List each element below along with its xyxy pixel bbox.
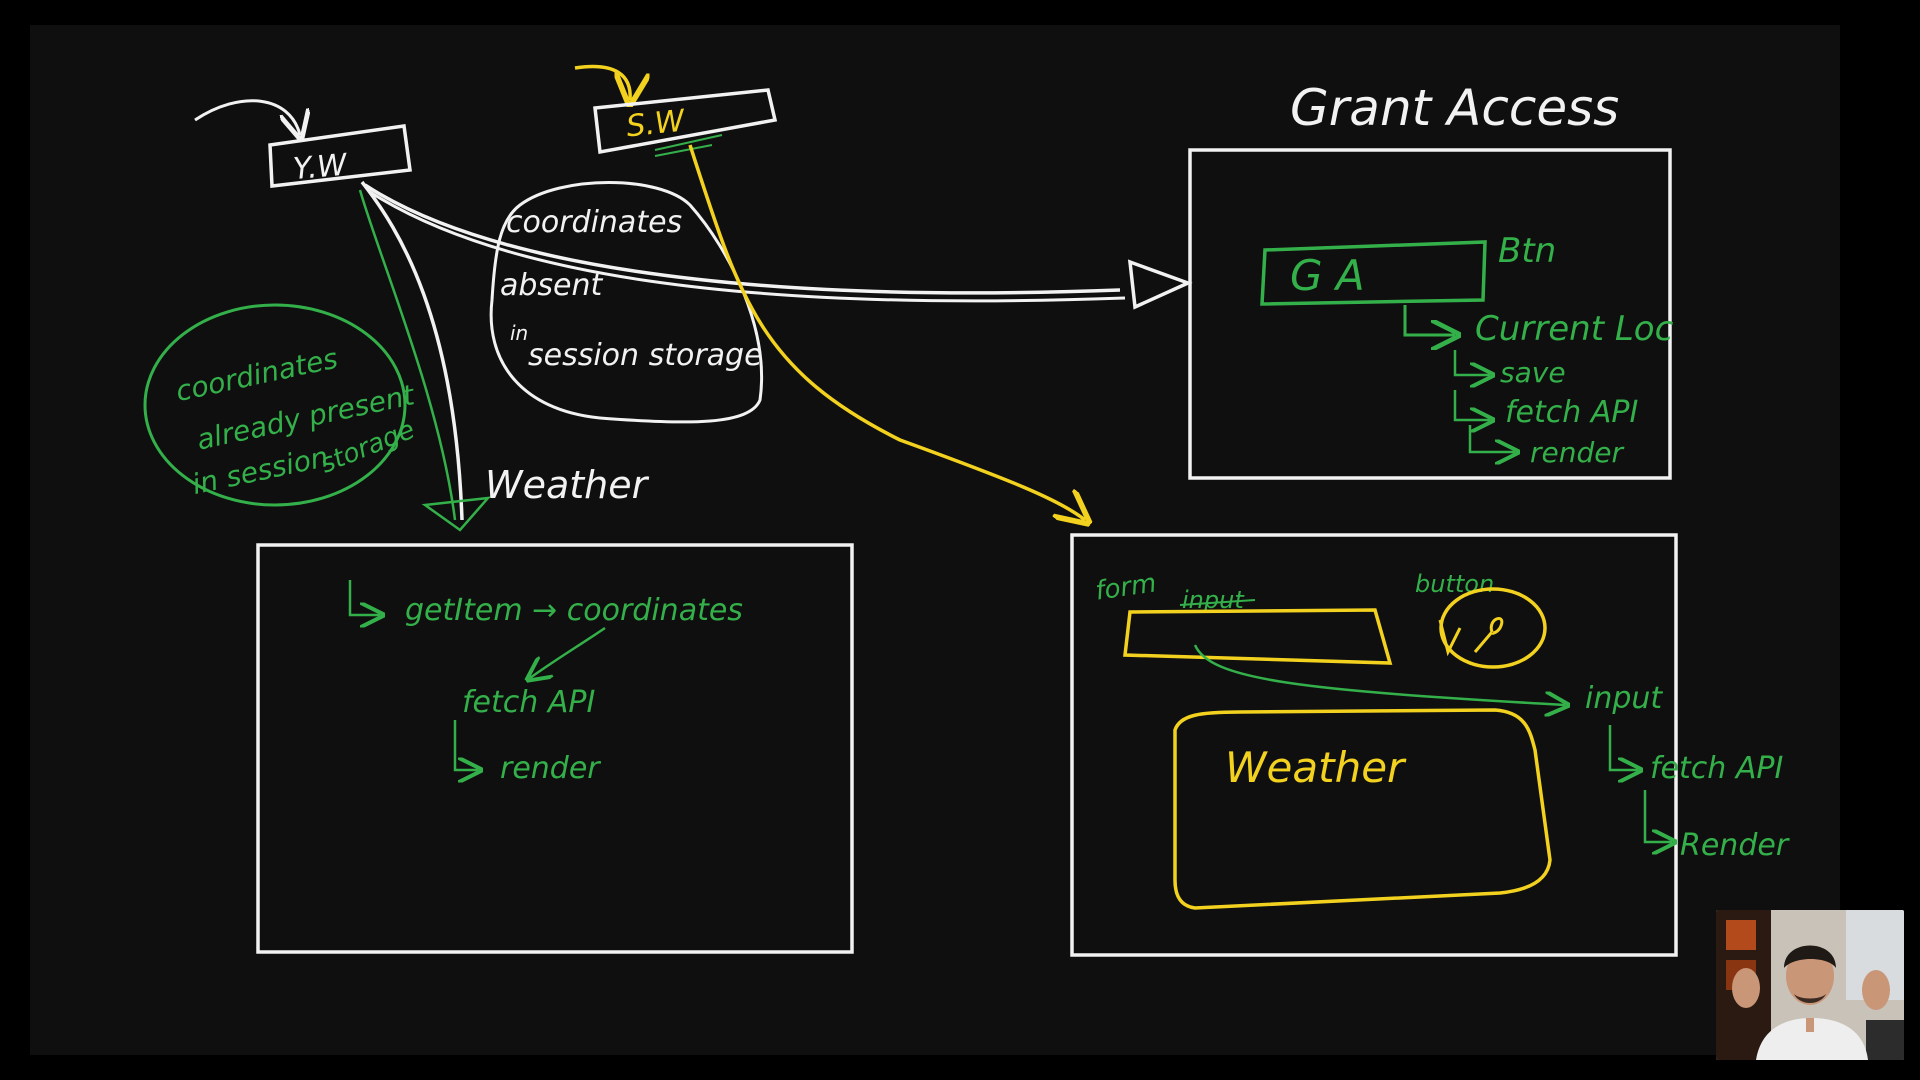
yw-node: Y.W — [194, 99, 412, 188]
your-weather-step-fetch: fetch API — [462, 685, 595, 720]
search-step-fetch: fetch API — [1650, 751, 1783, 786]
button-label: button — [1415, 570, 1494, 598]
weather-card-label: Weather — [1225, 743, 1407, 792]
your-weather-step-render: render — [500, 751, 601, 786]
search-step-input: input — [1585, 681, 1663, 716]
search-button-glyph — [1438, 617, 1504, 657]
arrows-from-yw — [358, 180, 1193, 532]
note-absent-line-3: in — [510, 321, 528, 345]
grant-step-render: render — [1530, 436, 1624, 469]
grant-step-save: save — [1500, 356, 1566, 389]
search-input-shape — [1123, 608, 1393, 665]
your-weather-title: Weather — [485, 463, 650, 507]
note-absent-line-2: absent — [500, 268, 604, 303]
grant-access-button-label: G A — [1290, 251, 1365, 300]
note-coordinates-absent: coordinates absent in session storage — [489, 181, 763, 424]
grant-access-button-shape — [1260, 240, 1487, 306]
note-absent-line-1: coordinates — [506, 205, 682, 240]
presenter-video-icon — [1716, 910, 1904, 1060]
grant-step-current-loc: Current Loc — [1475, 309, 1674, 349]
search-step-render: Render — [1680, 828, 1790, 863]
your-weather-step-getitem: getItem → coordinates — [405, 593, 743, 628]
board-surface — [30, 25, 1840, 1055]
yw-label: Y.W — [292, 147, 350, 187]
grant-step-fetch-api: fetch API — [1505, 395, 1638, 430]
sw-label: S.W — [625, 103, 688, 144]
presenter-webcam — [1716, 910, 1904, 1060]
input-label: input — [1182, 586, 1245, 614]
grant-access-title: Grant Access — [1290, 79, 1619, 137]
sw-node: S.W — [574, 64, 778, 157]
grant-access-frame: Grant Access G A Btn Current Loc save fe… — [1188, 79, 1674, 480]
btn-tag: Btn — [1498, 231, 1556, 271]
your-weather-frame: Weather getItem → coordinates fetch API … — [256, 463, 854, 954]
weather-card-shape — [1173, 708, 1552, 910]
note-absent-line-4: session storage — [528, 338, 763, 373]
arrow-sw-to-search — [688, 144, 1085, 520]
